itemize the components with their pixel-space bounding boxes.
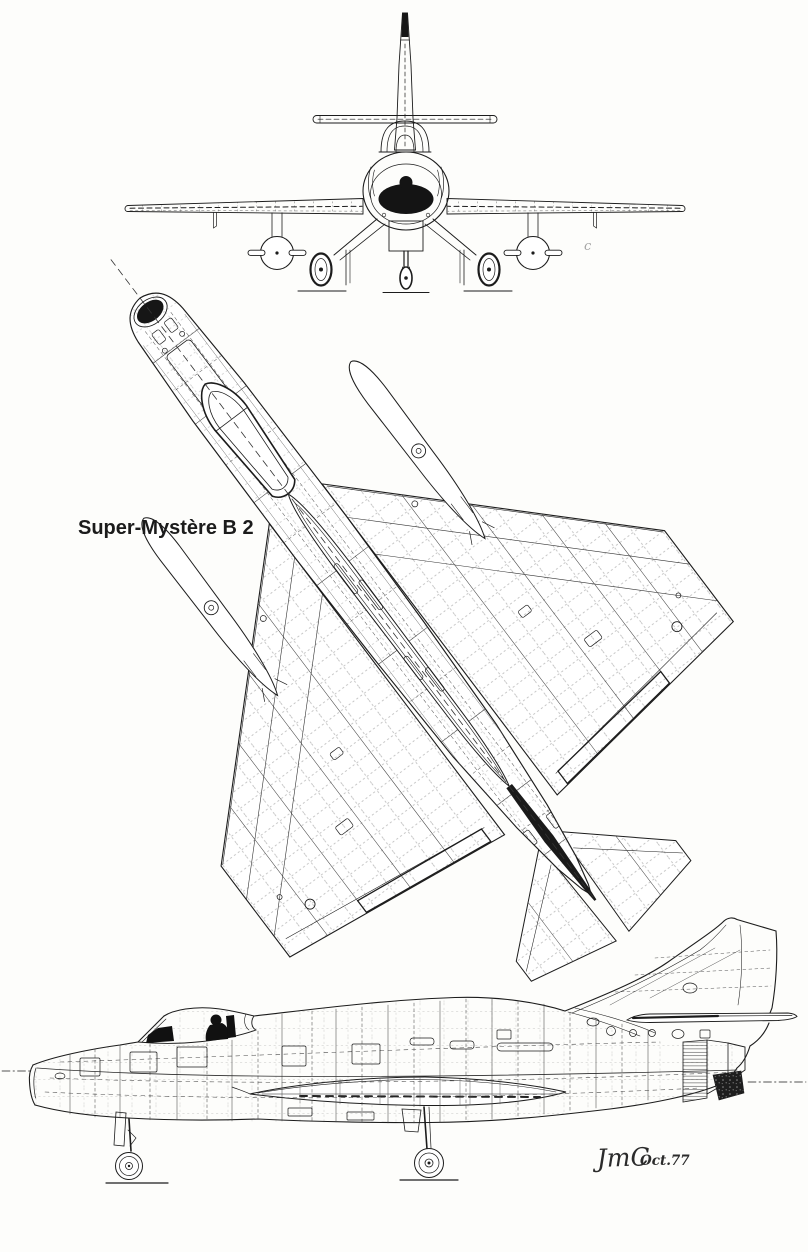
stray-pencil-mark: c (584, 239, 592, 254)
front-tailplane (312, 115, 498, 124)
front-intake (378, 176, 434, 214)
plan-canopy (200, 382, 296, 498)
side-hatches (79, 1017, 711, 1121)
side-panel-lines (36, 998, 738, 1124)
signature-initials: JmC (591, 1142, 650, 1173)
side-view-drawing (1, 917, 807, 1184)
exhaust-shading (712, 1070, 745, 1101)
front-fuselage (362, 151, 450, 231)
plan-fin (506, 784, 597, 901)
side-panel-grid (30, 997, 746, 1123)
front-right-wing-and-gear (423, 197, 687, 293)
top-view-drawing (0, 259, 753, 1112)
front-fin (394, 12, 416, 151)
side-fin (564, 917, 778, 1069)
signature-date: Oct.77 (640, 1153, 690, 1169)
wing-fence (213, 212, 217, 229)
side-nose-gear (105, 1111, 169, 1184)
side-tailplane (625, 1012, 798, 1023)
plan-right-drop-tank (348, 360, 495, 546)
side-canopy (137, 1007, 257, 1044)
aircraft-title-label: Super-Mystère B 2 (78, 517, 254, 539)
front-view-drawing (124, 12, 687, 294)
front-left-wing-and-gear (124, 198, 386, 292)
front-drop-tank (247, 212, 307, 271)
front-nose-gear (382, 220, 430, 294)
front-main-gear (297, 218, 386, 292)
side-main-gear (399, 1106, 459, 1181)
side-wing-root (231, 1076, 567, 1107)
plan-centerline (110, 259, 597, 902)
side-pilot-silhouette (146, 1014, 236, 1043)
radar-bullet (399, 176, 413, 189)
